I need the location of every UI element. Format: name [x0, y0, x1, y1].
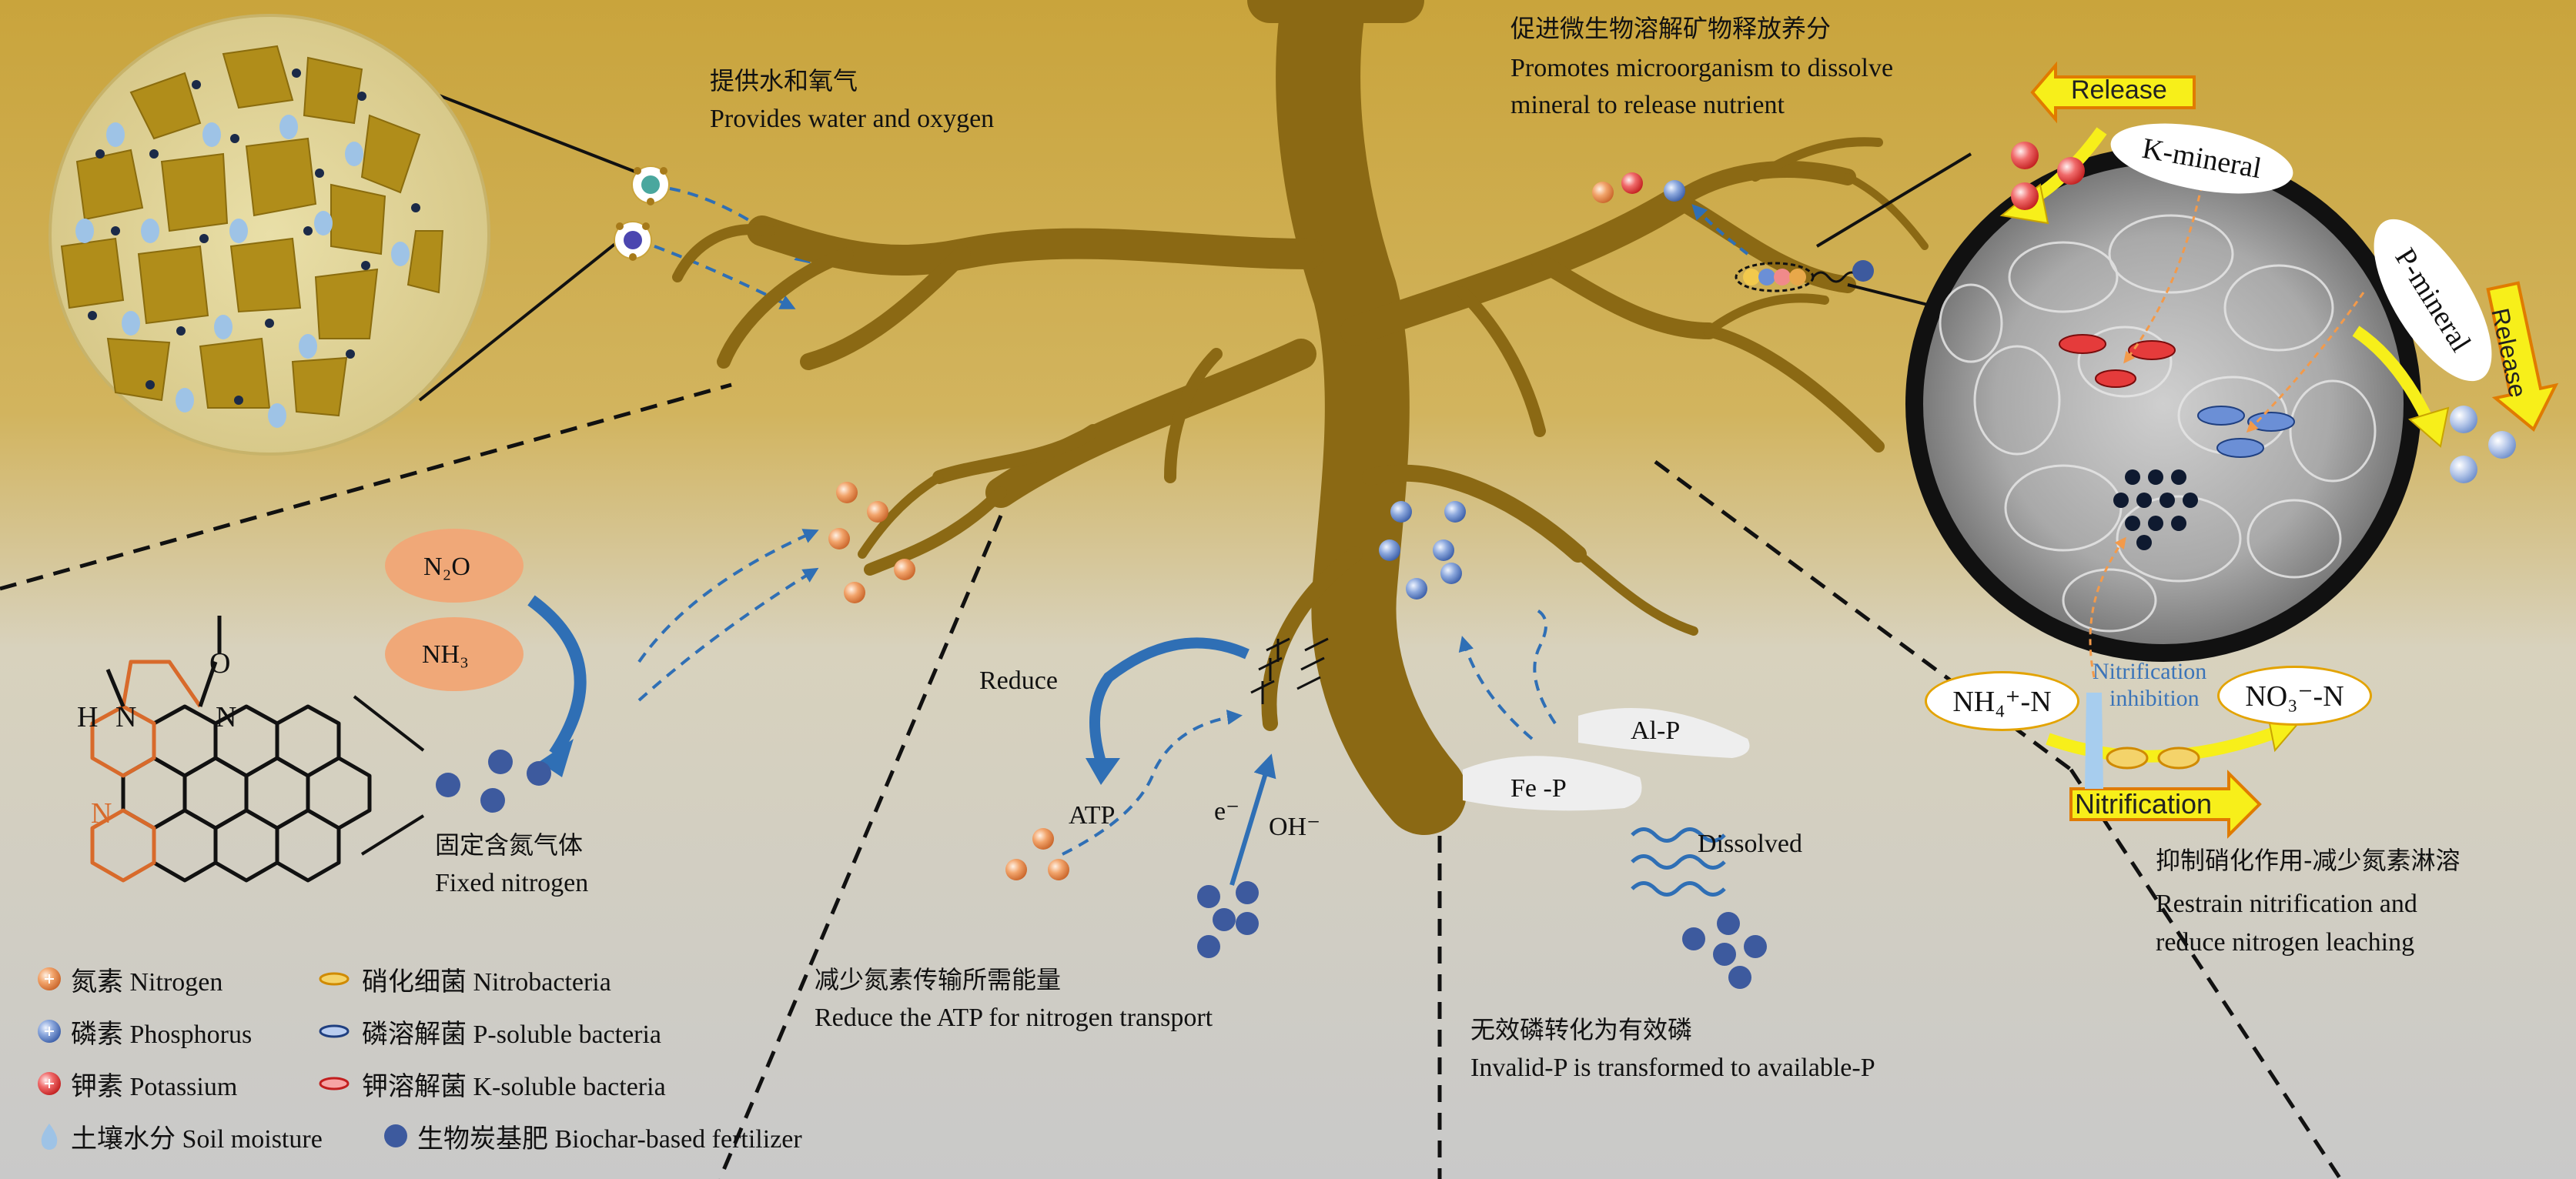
- electron-label: e⁻: [1214, 797, 1240, 826]
- soil-aggregate-view: [49, 14, 640, 456]
- nh3-label: NH₃: [422, 640, 469, 669]
- legend-nitrogen: 氮素 Nitrogen: [34, 960, 296, 998]
- k-bacteria-icon: [319, 1077, 350, 1090]
- phosphorus-panel-art: [1458, 606, 1767, 989]
- inhibition-label-1: Nitrification: [2093, 659, 2207, 684]
- biochar-particles: [88, 68, 420, 405]
- legend-k-bacteria: 钾溶解菌 K-soluble bacteria: [313, 1065, 666, 1103]
- atp-label: ATP: [1069, 801, 1116, 830]
- legend-k-bacteria-label: 钾溶解菌 K-soluble bacteria: [362, 1072, 666, 1101]
- phosphorus-caption-en: Invalid-P is transformed to available-P: [1470, 1054, 1875, 1082]
- legend-p-bacteria-label: 磷溶解菌 P-soluble bacteria: [362, 1020, 662, 1049]
- water-label-zh: 提供水和氧气: [710, 66, 858, 95]
- water-label-en: Provides water and oxygen: [710, 105, 995, 133]
- legend-biochar-fertilizer-label: 生物炭基肥 Biochar-based fertilizer: [417, 1124, 802, 1154]
- legend-soil-moisture-label: 土壤水分 Soil moisture: [71, 1124, 323, 1154]
- legend: 氮素 Nitrogen 硝化细菌 Nitrobacteria 磷素 Phosph…: [34, 953, 819, 1162]
- legend-nitrogen-label: 氮素 Nitrogen: [71, 967, 223, 997]
- no3-label: NO₃⁻-N: [2217, 666, 2372, 726]
- microbe-chain: [1691, 152, 1972, 317]
- dissolved-label: Dissolved: [1698, 830, 1802, 858]
- nitrification-caption-en-2: reduce nitrogen leaching: [2156, 928, 2415, 957]
- fixation-caption-en: Fixed nitrogen: [435, 869, 589, 897]
- molecule-n3-label: N: [91, 797, 112, 830]
- soil-moisture-drops: [75, 115, 410, 428]
- legend-row-1: 氮素 Nitrogen 硝化细菌 Nitrobacteria: [34, 953, 819, 1005]
- legend-row-3: 钾素 Potassium 钾溶解菌 K-soluble bacteria: [34, 1057, 819, 1110]
- gas-bubbles: [385, 529, 819, 813]
- fixation-caption-zh: 固定含氮气体: [435, 830, 584, 860]
- legend-soil-moisture: 土壤水分 Soil moisture: [34, 1117, 380, 1155]
- alp-label: Al-P: [1631, 716, 1681, 745]
- release-top-label: Release: [2071, 75, 2167, 105]
- legend-biochar-fertilizer: 生物炭基肥 Biochar-based fertilizer: [380, 1117, 802, 1155]
- atp-caption-en: Reduce the ATP for nitrogen transport: [815, 1004, 1213, 1032]
- nitrogen-icon: [38, 967, 61, 990]
- legend-nitrobacteria-label: 硝化细菌 Nitrobacteria: [362, 967, 611, 997]
- nitrification-caption-zh: 抑制硝化作用-减少氮素淋溶: [2156, 846, 2461, 875]
- biochar-fertilizer-icon: [384, 1124, 407, 1147]
- biochar-core-dots: [2113, 469, 2198, 550]
- atp-panel-art: [1005, 637, 1329, 958]
- legend-nitrobacteria: 硝化细菌 Nitrobacteria: [313, 960, 611, 998]
- legend-row-2: 磷素 Phosphorus 磷溶解菌 P-soluble bacteria: [34, 1005, 819, 1057]
- legend-potassium: 钾素 Potassium: [34, 1065, 296, 1103]
- legend-potassium-label: 钾素 Potassium: [71, 1072, 238, 1101]
- molecule-n-label: N: [115, 701, 137, 733]
- atp-caption-zh: 减少氮素传输所需能量: [815, 965, 1062, 994]
- nitrification-caption-en-1: Restrain nitrification and: [2156, 890, 2417, 918]
- nh4-label: NH₄⁺-N: [1925, 671, 2079, 731]
- legend-row-4: 土壤水分 Soil moisture 生物炭基肥 Biochar-based f…: [34, 1110, 819, 1162]
- k-soluble-bacteria: [2059, 334, 2176, 388]
- potassium-icon: [38, 1072, 61, 1095]
- fep-label: Fe -P: [1510, 774, 1567, 803]
- micro-label-en-1: Promotes microorganism to dissolve: [1510, 54, 1894, 82]
- molecule-o-label: O: [209, 647, 231, 680]
- micro-label-en-2: mineral to release nutrient: [1510, 91, 1785, 119]
- n2o-label: N₂O: [423, 553, 470, 581]
- inhibition-label-2: inhibition: [2109, 686, 2200, 711]
- phosphorus-icon: [38, 1020, 61, 1043]
- nitrification-label: Nitrification: [2075, 788, 2213, 820]
- legend-phosphorus-label: 磷素 Phosphorus: [71, 1020, 253, 1049]
- nitrobacteria-icon: [319, 972, 350, 986]
- nitrogen-doped-molecule: [90, 616, 372, 883]
- water-drop-icon: [41, 1124, 58, 1150]
- molecule-h-label: H: [77, 701, 99, 733]
- root-nutrients: [828, 172, 1685, 603]
- biochar-particle-view: [1905, 61, 2559, 839]
- phosphorus-caption-zh: 无效磷转化为有效磷: [1470, 1015, 1693, 1044]
- reduce-label: Reduce: [979, 666, 1058, 695]
- micro-label-zh: 促进微生物溶解矿物释放养分: [1510, 14, 1832, 43]
- molecule-n2-label: N: [216, 701, 237, 733]
- p-bacteria-icon: [319, 1024, 350, 1038]
- hydroxide-label: OH⁻: [1269, 813, 1321, 841]
- p-soluble-bacteria: [2197, 406, 2295, 458]
- legend-p-bacteria: 磷溶解菌 P-soluble bacteria: [313, 1013, 661, 1050]
- legend-phosphorus: 磷素 Phosphorus: [34, 1013, 296, 1050]
